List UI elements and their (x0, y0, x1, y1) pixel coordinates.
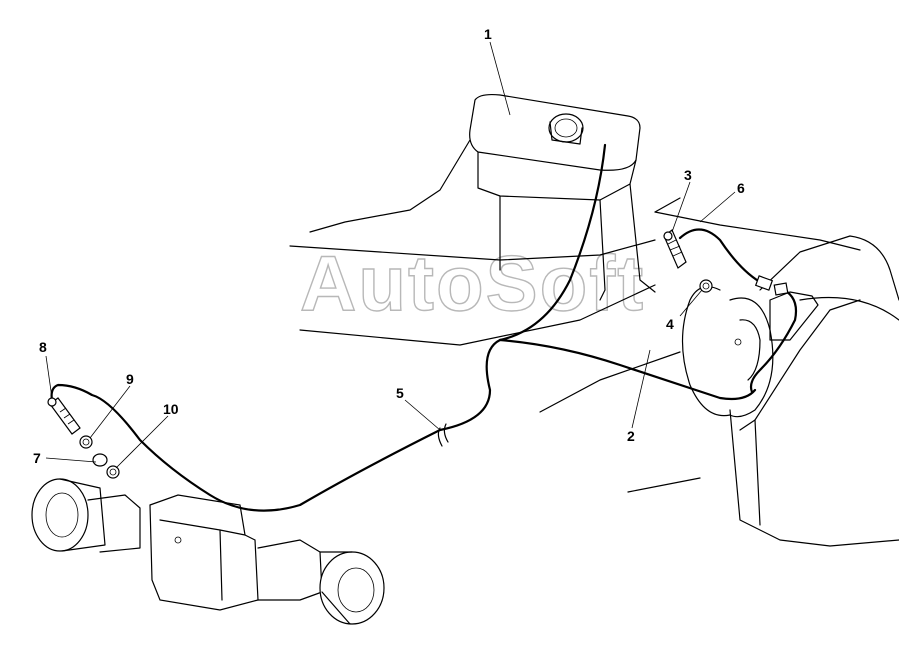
leader-lines (45, 41, 736, 469)
callout-10: 10 (163, 401, 179, 417)
callout-6: 6 (737, 180, 745, 196)
watermark-text: AutoSoft (300, 239, 645, 327)
cap-9 (79, 435, 93, 449)
callout-8: 8 (39, 339, 47, 355)
cap-10 (106, 465, 120, 479)
callout-9: 9 (126, 371, 134, 387)
connector-6 (754, 275, 789, 296)
front-axle-assembly (31, 478, 385, 625)
callout-1: 1 (484, 26, 492, 42)
pipe-rear-right (749, 286, 798, 394)
bleed-cap-4 (699, 279, 713, 293)
pipe-to-rear-brake (498, 338, 757, 401)
fitting-3 (663, 229, 687, 269)
callout-2: 2 (627, 428, 635, 444)
callout-5: 5 (396, 385, 404, 401)
cap-7 (92, 453, 108, 467)
brake-pipes (50, 143, 798, 512)
brake-fluid-reservoir (469, 93, 656, 301)
callout-7: 7 (33, 450, 41, 466)
callout-4: 4 (666, 316, 674, 332)
callout-3: 3 (684, 167, 692, 183)
rear-brake-assembly (681, 235, 899, 547)
bleeder-8 (47, 397, 81, 435)
pipe-rear-hose (678, 228, 762, 284)
pipe-reservoir-to-junction (50, 143, 607, 512)
pipe-clip (437, 423, 449, 447)
callout-labels: 1 2 3 4 5 6 7 8 9 10 (33, 26, 745, 466)
